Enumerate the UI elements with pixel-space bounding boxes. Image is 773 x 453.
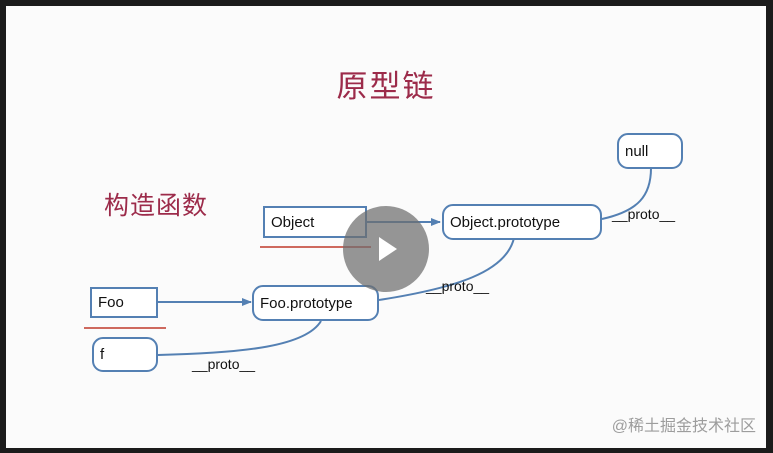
page-title: 原型链: [336, 69, 436, 104]
proto-curve-foo-prototype-to-object-prototype: [378, 237, 515, 301]
proto-label-null: __proto__: [612, 206, 676, 222]
f-box: f: [92, 337, 158, 372]
subtitle-constructor: 构造函数: [104, 192, 209, 220]
play-icon: [379, 237, 397, 261]
proto-label-object-prototype: __proto__: [426, 278, 490, 294]
play-button[interactable]: [343, 206, 429, 292]
slide: 原型链 构造函数 null Object Object.prototype Fo…: [6, 6, 766, 448]
watermark: @稀土掘金技术社区: [611, 418, 756, 435]
proto-curve-f-to-foo-prototype: [157, 320, 322, 356]
foo-prototype-box: Foo.prototype: [252, 285, 379, 321]
null-box: null: [617, 133, 683, 169]
proto-label-foo-prototype: __proto__: [192, 356, 256, 372]
foo-box: Foo: [90, 287, 158, 318]
object-prototype-box: Object.prototype: [442, 204, 602, 240]
proto-curve-object-prototype-to-null: [601, 167, 652, 220]
